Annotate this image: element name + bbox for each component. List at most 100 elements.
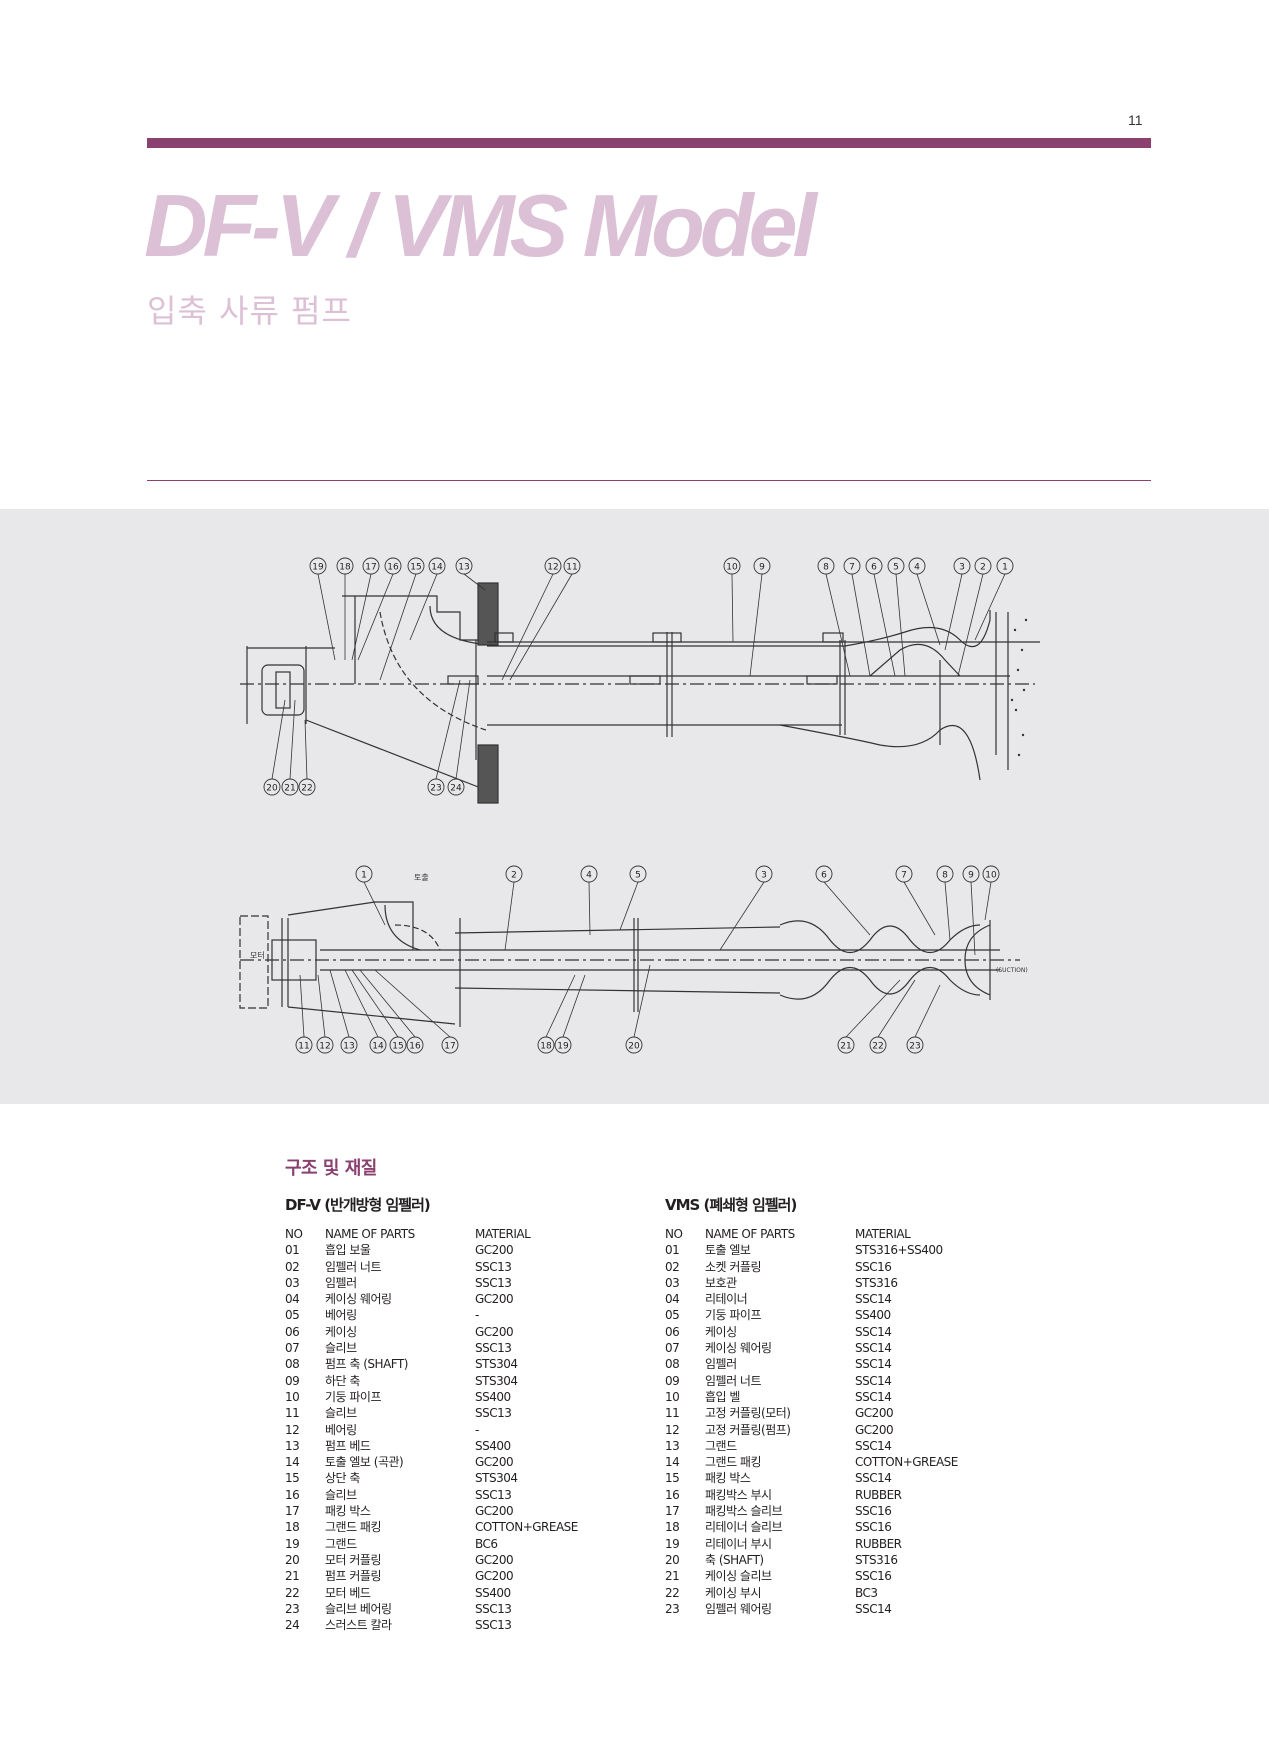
part-no: 13	[665, 1438, 680, 1453]
callout-diagram1-5: 5	[887, 557, 906, 677]
callout-diagram2-12: 12	[316, 974, 334, 1054]
part-no: 21	[665, 1569, 680, 1584]
part-name: 스러스트 칼라	[325, 1618, 392, 1633]
part-name: 기둥 파이프	[325, 1389, 382, 1404]
part-no: 14	[285, 1455, 300, 1470]
part-material: SSC13	[475, 1275, 512, 1290]
part-no: 09	[665, 1373, 680, 1388]
callout-number: 19	[557, 1042, 569, 1052]
part-no: 11	[665, 1406, 680, 1421]
part-no: 12	[665, 1422, 680, 1437]
part-material: SSC13	[475, 1601, 512, 1616]
callout-diagram2-17: 17	[374, 969, 459, 1054]
part-material: STS304	[475, 1471, 518, 1486]
part-name: 케이싱 웨어링	[325, 1292, 392, 1307]
part-name: 흡입 벨	[705, 1389, 740, 1404]
callout-diagram2-6: 6	[815, 865, 871, 936]
callout-number: 12	[547, 563, 558, 573]
part-no: 08	[665, 1357, 680, 1372]
part-name: 케이싱 웨어링	[705, 1341, 772, 1356]
part-no: 01	[285, 1243, 300, 1258]
part-material: SSC13	[475, 1259, 512, 1274]
page-subtitle: 입축 사류 펌프	[147, 292, 352, 330]
part-name: 펌프 베드	[325, 1438, 371, 1453]
part-material: COTTON+GREASE	[475, 1520, 578, 1535]
part-no: 18	[665, 1520, 680, 1535]
part-material: -	[475, 1422, 479, 1437]
callout-diagram2-8: 8	[936, 865, 954, 941]
callout-number: 10	[726, 563, 738, 573]
header-name: NAME OF PARTS	[325, 1227, 415, 1241]
callout-number: 13	[343, 1042, 354, 1052]
callout-number: 4	[586, 871, 592, 881]
part-no: 15	[665, 1471, 680, 1486]
callout-number: 14	[431, 563, 443, 573]
callout-diagram1-22: 22	[298, 719, 316, 796]
callout-diagram2-19: 19	[554, 974, 586, 1054]
callout-diagram2-22: 22	[869, 979, 916, 1054]
callout-number: 24	[450, 784, 462, 794]
callout-number: 1	[1002, 563, 1008, 573]
callout-diagram2-7: 7	[895, 865, 936, 936]
callout-diagram1-19: 19	[309, 557, 336, 661]
part-no: 07	[665, 1341, 680, 1356]
part-no: 17	[665, 1504, 680, 1519]
part-name: 케이싱	[705, 1324, 737, 1339]
part-name: 모터 베드	[325, 1585, 371, 1600]
callout-diagram2-23: 23	[906, 984, 941, 1054]
part-material: SSC14	[855, 1357, 892, 1372]
callout-number: 14	[372, 1042, 384, 1052]
part-material: SSC14	[855, 1373, 892, 1388]
section-title: 구조 및 재질	[285, 1158, 377, 1179]
df-v-table-title: DF-V (반개방형 임펠러)	[285, 1196, 431, 1214]
part-name: 리테이너 슬리브	[705, 1520, 783, 1535]
part-material: SSC14	[855, 1471, 892, 1486]
vms-table-title: VMS (폐쇄형 임펠러)	[665, 1196, 797, 1214]
part-material: SSC13	[475, 1406, 512, 1421]
part-name: 패킹 박스	[705, 1471, 751, 1486]
callout-number: 8	[823, 563, 829, 573]
vms-diagram	[239, 901, 1020, 1027]
part-material: SS400	[475, 1389, 511, 1404]
part-name: 케이싱 슬리브	[705, 1569, 772, 1584]
callout-number: 11	[566, 563, 577, 573]
motor-label: 모터	[250, 951, 265, 960]
callout-number: 7	[849, 563, 855, 573]
part-name: 상단 축	[325, 1471, 360, 1486]
part-material: RUBBER	[855, 1487, 902, 1502]
part-no: 08	[285, 1357, 300, 1372]
part-name: 패킹박스 슬리브	[705, 1504, 783, 1519]
part-material: GC200	[475, 1324, 514, 1339]
part-no: 16	[285, 1487, 300, 1502]
part-material: SSC14	[855, 1389, 892, 1404]
callout-diagram1-8: 8	[817, 557, 851, 677]
callout-number: 20	[266, 784, 278, 794]
header-no: NO	[665, 1227, 683, 1241]
part-no: 24	[285, 1618, 300, 1633]
part-name: 그랜드	[325, 1536, 357, 1551]
callout-number: 11	[298, 1042, 309, 1052]
